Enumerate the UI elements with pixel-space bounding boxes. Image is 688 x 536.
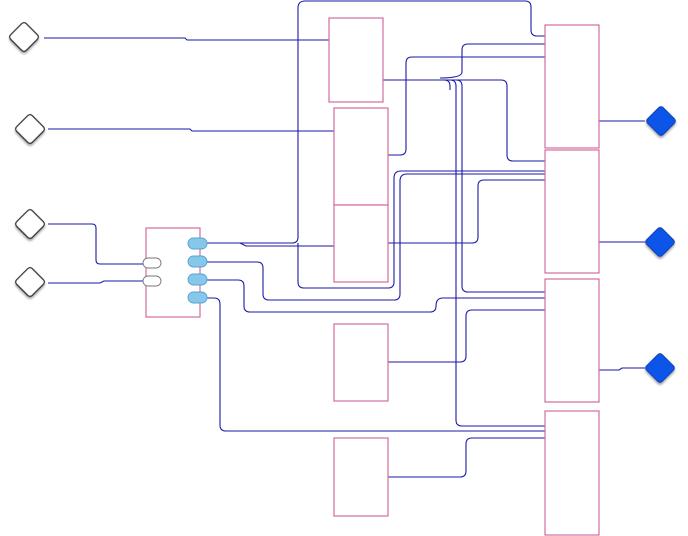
process-block[interactable] <box>333 437 389 517</box>
wire <box>48 128 334 132</box>
hub-output-port[interactable] <box>187 255 208 268</box>
wire <box>388 56 545 156</box>
wire <box>439 43 545 79</box>
wire <box>207 0 545 244</box>
wire <box>48 223 145 265</box>
output-node-diamond[interactable] <box>644 352 675 383</box>
wire <box>207 279 545 313</box>
wire <box>207 297 545 432</box>
output-nodes <box>644 105 676 383</box>
wire <box>599 367 645 371</box>
input-node-diamond[interactable] <box>14 208 45 239</box>
input-node-diamond[interactable] <box>8 21 39 52</box>
input-node-diamond[interactable] <box>14 266 45 297</box>
hub-output-port[interactable] <box>187 273 208 286</box>
process-block[interactable] <box>333 107 389 206</box>
process-block[interactable] <box>333 204 389 283</box>
wire <box>388 309 545 363</box>
wire <box>383 79 545 162</box>
output-block[interactable] <box>544 24 600 149</box>
wire <box>383 79 451 90</box>
process-block[interactable] <box>328 17 384 103</box>
output-node-diamond[interactable] <box>645 105 676 136</box>
hub-input-port[interactable] <box>142 275 162 287</box>
wire <box>449 79 545 427</box>
output-block[interactable] <box>544 149 600 274</box>
middle-blocks <box>328 17 389 517</box>
hub-input-port[interactable] <box>142 257 162 269</box>
input-nodes <box>8 21 45 297</box>
wire <box>388 179 545 244</box>
wire <box>388 437 545 478</box>
wire <box>44 37 329 41</box>
output-node-diamond[interactable] <box>644 226 675 257</box>
hub-block[interactable] <box>142 227 208 318</box>
connection-wires <box>44 0 645 478</box>
wire <box>48 280 145 284</box>
output-block[interactable] <box>544 410 600 536</box>
process-block[interactable] <box>333 323 389 402</box>
right-blocks <box>544 24 600 536</box>
hub-output-port[interactable] <box>187 291 208 304</box>
wire <box>297 170 545 289</box>
input-node-diamond[interactable] <box>14 113 45 144</box>
output-block[interactable] <box>544 278 600 403</box>
hub-output-port[interactable] <box>187 237 208 250</box>
wire <box>239 242 334 247</box>
wire <box>455 79 545 293</box>
wire <box>207 173 545 301</box>
